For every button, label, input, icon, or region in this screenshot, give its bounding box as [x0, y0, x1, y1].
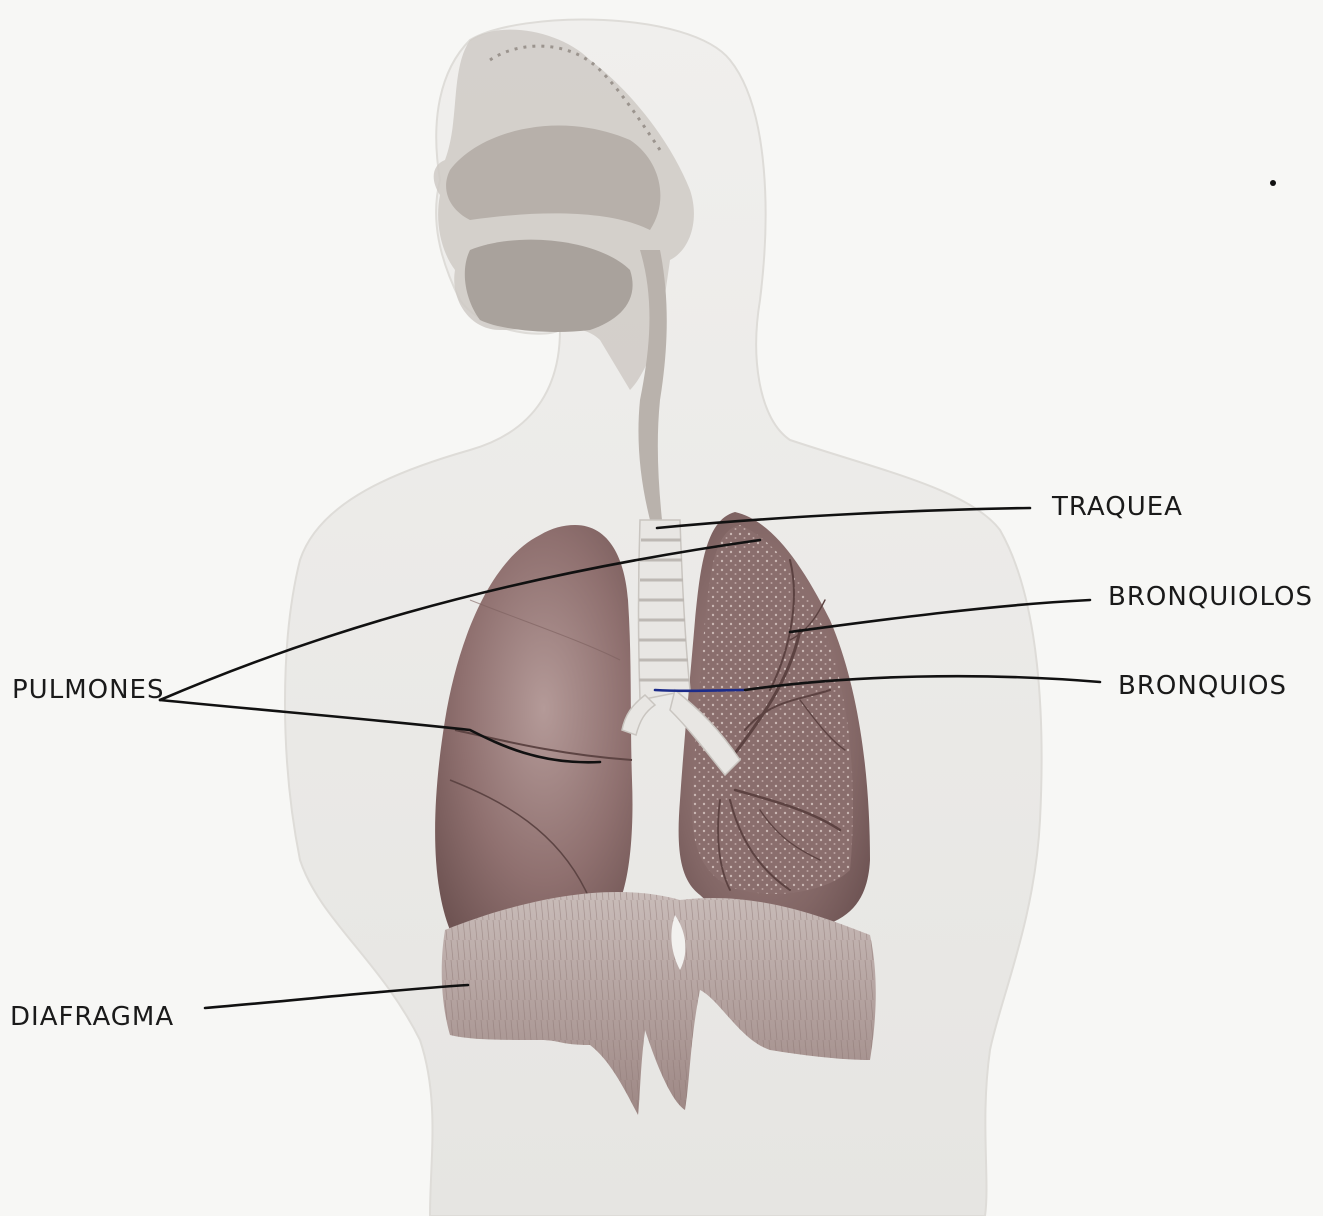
label-bronquios: BRONQUIOS	[1118, 671, 1287, 701]
label-traquea: TRAQUEA	[1051, 492, 1183, 522]
bronquios-leader	[655, 690, 745, 691]
label-bronquiolos: BRONQUIOLOS	[1108, 582, 1313, 612]
pen-dot	[1270, 180, 1276, 186]
label-diafragma: DIAFRAGMA	[10, 1002, 174, 1032]
label-pulmones: PULMONES	[12, 675, 164, 705]
